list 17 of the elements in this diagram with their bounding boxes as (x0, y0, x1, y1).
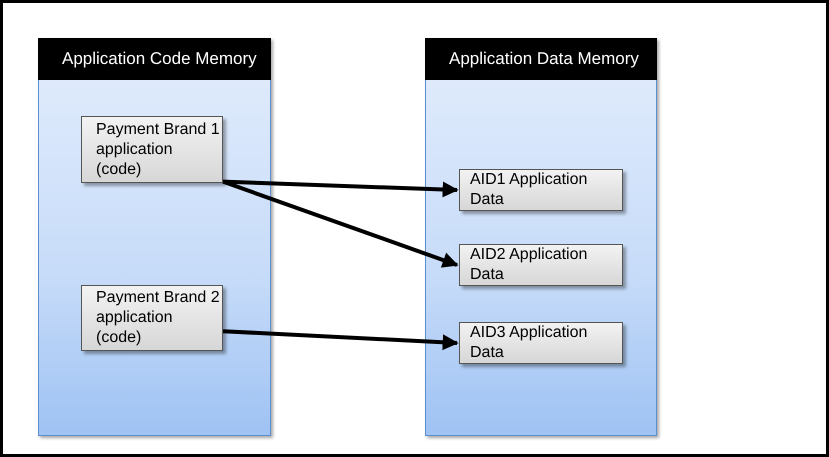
process-box (459, 244, 623, 286)
arrow (222, 180, 458, 268)
panel-header: Application Data Memory (425, 38, 657, 80)
process-box (81, 116, 223, 183)
box-label: AID2 Application Data (470, 245, 588, 285)
arrow (222, 329, 459, 350)
box-label: AID3 Application Data (470, 323, 588, 363)
panel-header: Application Code Memory (38, 38, 271, 80)
memory-panel (425, 38, 657, 436)
arrow (222, 180, 459, 198)
process-box (81, 285, 223, 351)
box-label: Payment Brand 1 application (code) (96, 120, 221, 180)
process-box (459, 322, 623, 364)
box-label: AID1 Application Data (470, 170, 588, 210)
process-box (459, 169, 623, 211)
box-label: Payment Brand 2 application (code) (96, 288, 221, 348)
memory-panel (38, 38, 271, 436)
